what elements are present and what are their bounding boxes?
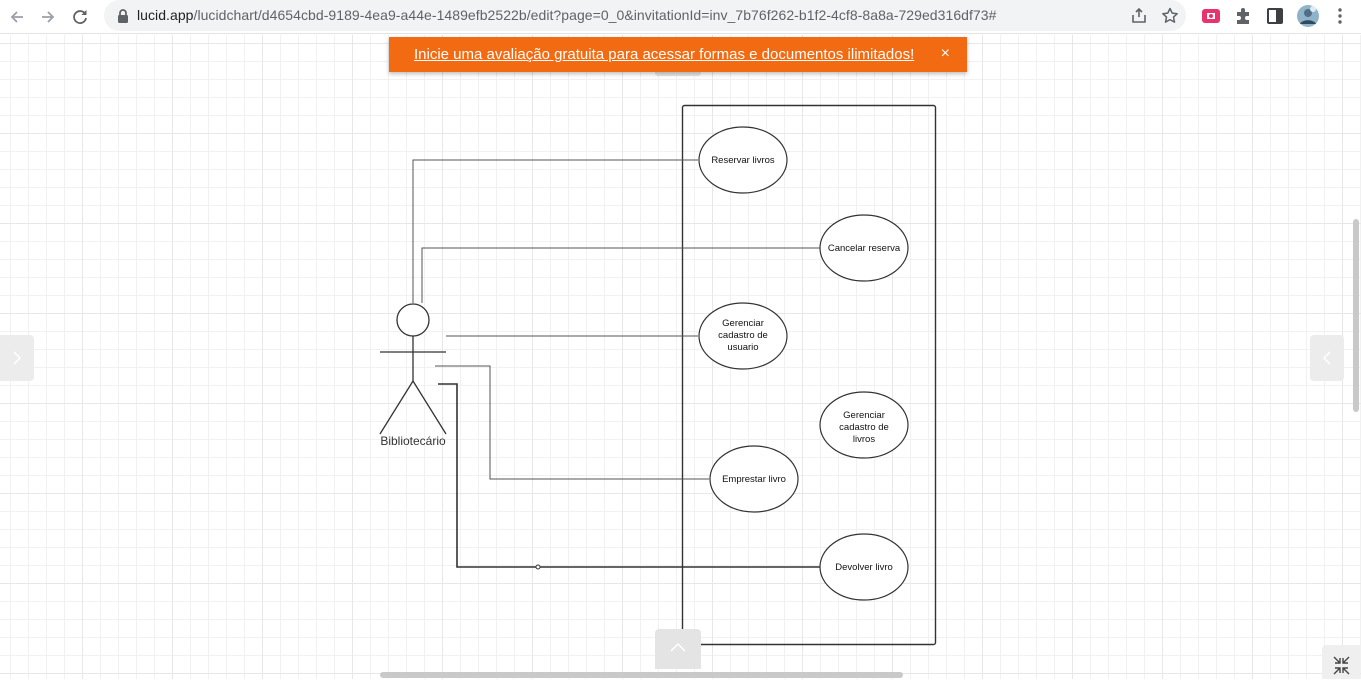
chevron-right-icon bbox=[13, 351, 22, 365]
share-icon[interactable] bbox=[1129, 6, 1149, 26]
use-case-label-line: cadastro de bbox=[839, 422, 889, 433]
association-devolver[interactable] bbox=[438, 383, 820, 568]
url-path: /lucidchart/d4654cbd-9189-4ea9-a44e-1489… bbox=[193, 7, 997, 23]
use-case-gerenciar-cadastro-usuario[interactable]: Gerenciar cadastro de usuario bbox=[698, 302, 788, 370]
associations bbox=[412, 159, 820, 568]
use-case-label-line: livros bbox=[853, 434, 875, 445]
chevron-left-icon bbox=[1322, 351, 1331, 365]
diagram-canvas[interactable] bbox=[0, 35, 1361, 679]
use-case-label-line: usuario bbox=[727, 342, 758, 353]
use-case-ellipse bbox=[819, 533, 909, 601]
reload-button[interactable] bbox=[68, 5, 92, 29]
use-case-ellipse bbox=[698, 126, 788, 194]
address-bar[interactable]: lucid.app/lucidchart/d4654cbd-9189-4ea9-… bbox=[104, 0, 1186, 31]
association-cancelar[interactable] bbox=[421, 247, 820, 303]
forward-button[interactable] bbox=[36, 5, 60, 29]
use-case-cancelar-reserva[interactable]: Cancelar reserva bbox=[819, 214, 909, 282]
chevron-up-icon bbox=[670, 642, 686, 652]
trial-banner-link[interactable]: Inicie uma avaliação gratuita para acess… bbox=[414, 46, 915, 63]
bottom-panel-toggle[interactable] bbox=[655, 629, 701, 669]
url-host: lucid.app bbox=[137, 7, 194, 23]
association-emprestar[interactable] bbox=[435, 365, 709, 480]
actor-right-leg bbox=[412, 380, 447, 435]
close-icon[interactable]: × bbox=[940, 45, 950, 62]
actor-label: Bibliotecário bbox=[380, 434, 446, 448]
use-case-label: Reservar livros bbox=[711, 155, 775, 166]
left-panel-toggle[interactable] bbox=[0, 335, 34, 381]
lock-icon bbox=[118, 9, 128, 23]
use-case-label: Devolver livro bbox=[835, 562, 893, 573]
browser-toolbar: lucid.app/lucidchart/d4654cbd-9189-4ea9-… bbox=[0, 0, 1361, 34]
actor-head bbox=[396, 303, 430, 337]
url-text[interactable]: lucid.app/lucidchart/d4654cbd-9189-4ea9-… bbox=[137, 7, 996, 23]
forward-arrow-icon bbox=[42, 11, 55, 23]
minimize-arrows-icon bbox=[1333, 656, 1350, 675]
extension-badge-icon[interactable] bbox=[1200, 5, 1222, 27]
association-reservar[interactable] bbox=[412, 159, 698, 303]
use-case-label-line: Gerenciar bbox=[843, 410, 885, 421]
connection-point[interactable] bbox=[535, 564, 541, 570]
chrome-menu-icon[interactable] bbox=[1329, 5, 1351, 27]
use-case-ellipse bbox=[709, 445, 799, 513]
use-case-ellipse bbox=[698, 302, 788, 370]
vertical-scrollbar-thumb[interactable] bbox=[1353, 219, 1359, 412]
trial-banner: Inicie uma avaliação gratuita para acess… bbox=[389, 37, 967, 72]
use-case-label-line: cadastro de bbox=[718, 330, 768, 341]
use-case-devolver-livro[interactable]: Devolver livro bbox=[819, 533, 909, 601]
system-boundary[interactable] bbox=[681, 104, 937, 646]
use-case-gerenciar-cadastro-livros[interactable]: Gerenciar cadastro de livros bbox=[819, 391, 909, 459]
use-case-label: Emprestar livro bbox=[722, 474, 786, 485]
side-panel-icon[interactable] bbox=[1264, 5, 1286, 27]
back-arrow-icon bbox=[10, 11, 23, 23]
right-panel-toggle[interactable] bbox=[1310, 335, 1344, 381]
actor-bibliotecario[interactable] bbox=[379, 303, 447, 435]
horizontal-scrollbar-thumb[interactable] bbox=[380, 672, 903, 678]
use-case-label: Cancelar reserva bbox=[828, 243, 901, 254]
back-button[interactable] bbox=[5, 5, 29, 29]
reload-icon bbox=[73, 10, 87, 24]
actor-left-leg bbox=[379, 380, 414, 435]
profile-avatar-icon[interactable] bbox=[1296, 4, 1320, 28]
collapse-view-button[interactable] bbox=[1322, 645, 1360, 679]
bookmark-star-icon[interactable] bbox=[1160, 6, 1180, 26]
extensions-puzzle-icon[interactable] bbox=[1232, 5, 1254, 27]
use-case-reservar-livros[interactable]: Reservar livros bbox=[698, 126, 788, 194]
use-case-label-line: Gerenciar bbox=[722, 318, 764, 329]
use-case-ellipse bbox=[819, 391, 909, 459]
use-case-ellipse bbox=[819, 214, 909, 282]
use-case-emprestar-livro[interactable]: Emprestar livro bbox=[709, 445, 799, 513]
page-tab-stub[interactable] bbox=[655, 72, 701, 76]
